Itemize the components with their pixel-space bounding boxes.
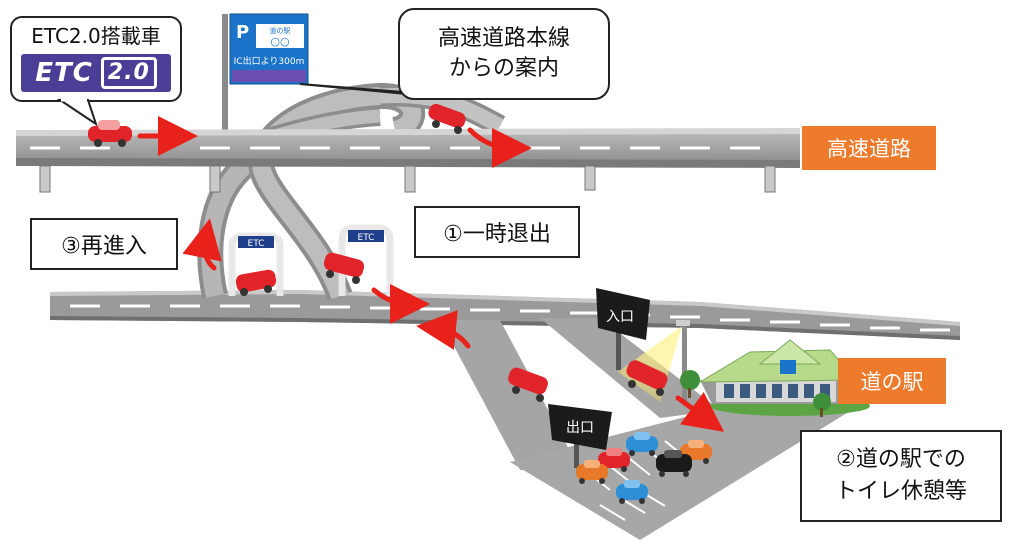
temporary-exit-label: ①一時退出 xyxy=(443,222,551,247)
etc-logo-text: ETC xyxy=(35,58,93,88)
parked-car-blue-2 xyxy=(616,480,648,504)
entrance-sign: 入口 xyxy=(596,288,650,370)
parked-car-black xyxy=(656,450,692,477)
arrow-leaving-station xyxy=(416,310,471,350)
expressway-road xyxy=(16,128,800,193)
parking-exit-road xyxy=(440,320,580,470)
car-entering-station xyxy=(626,360,668,396)
reentry-callout: ③再進入 xyxy=(30,218,178,270)
moving-cars xyxy=(88,103,668,402)
car-leaving-parking xyxy=(508,367,548,402)
etc-logo-version: 2.0 xyxy=(100,57,157,89)
reentry-label: ③再進入 xyxy=(61,234,147,259)
parked-car-red-1 xyxy=(598,448,630,472)
arrow-to-local-road xyxy=(371,283,430,324)
etc-logo: ETC 2.0 xyxy=(21,54,171,92)
car-on-expressway xyxy=(88,120,132,147)
route-arrows xyxy=(137,116,725,432)
exit-sign: 出口 xyxy=(548,404,612,468)
etc-gate-left-label: ETC xyxy=(248,239,265,249)
rest-line1: ②道の駅での xyxy=(836,447,966,472)
main-line-guidance-line1: 高速道路本線 xyxy=(437,26,570,51)
road-sign-station: 道の駅 xyxy=(270,26,291,35)
road-sign-circles: ○○ xyxy=(270,35,289,48)
sign-pole xyxy=(222,14,228,134)
road-sign: P 道の駅 ○○ IC出口より300m xyxy=(229,13,309,85)
etc-vehicle-label: ETC2.0搭載車 xyxy=(31,24,161,48)
etc-vehicle-callout: ETC2.0搭載車 ETC 2.0 xyxy=(10,16,182,102)
roadside-station-label: 道の駅 xyxy=(838,358,946,404)
rest-line2: トイレ休憩等 xyxy=(834,479,967,504)
expressway-label: 高速道路 xyxy=(802,126,936,170)
temporary-exit-callout: ①一時退出 xyxy=(414,206,580,258)
etc-gate-right-label: ETC xyxy=(358,233,375,243)
parked-car-blue-1 xyxy=(626,432,658,456)
arrow-exit-ramp xyxy=(467,127,532,168)
car-exiting-ramp xyxy=(428,103,466,134)
rest-callout: ②道の駅での トイレ休憩等 xyxy=(800,430,1002,522)
entrance-sign-label: 入口 xyxy=(606,309,634,325)
parked-car-orange-2 xyxy=(576,460,608,484)
etc-gate-right: ETC xyxy=(338,224,394,296)
road-sign-distance: IC出口より300m xyxy=(234,55,305,67)
exit-sign-label: 出口 xyxy=(566,420,594,436)
road-sign-parking: P xyxy=(236,22,249,43)
parked-cars xyxy=(576,432,712,504)
etc-gate-left: ETC xyxy=(228,232,284,296)
car-exit-gate xyxy=(323,252,365,284)
main-line-guidance-callout: 高速道路本線 からの案内 xyxy=(398,8,610,100)
car-reentry-gate xyxy=(235,269,277,296)
roadside-station-building xyxy=(680,339,870,417)
main-line-guidance-line2: からの案内 xyxy=(448,56,559,81)
arrow-reentry xyxy=(182,218,222,271)
arrow-to-station xyxy=(675,392,725,432)
